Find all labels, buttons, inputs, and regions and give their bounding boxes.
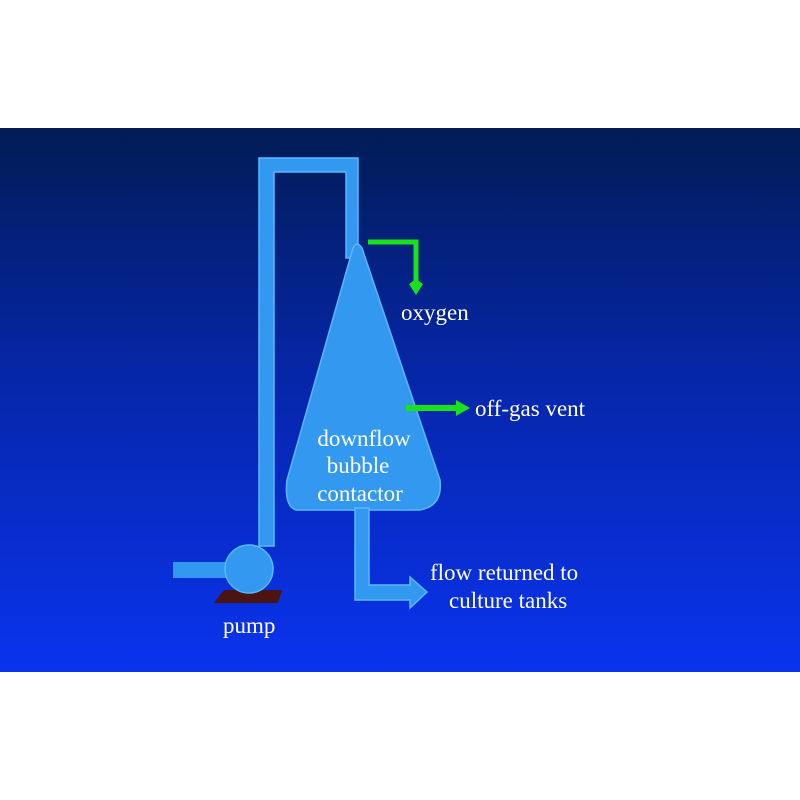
diagram-slide: oxygen off-gas vent downflow bubble cont…: [0, 128, 800, 672]
pump-label: pump: [223, 613, 275, 638]
outlet-pipe: [354, 507, 429, 610]
oxygen-label: oxygen: [401, 300, 469, 325]
oxygen-arrow: [409, 279, 423, 295]
riser-pipe: [258, 157, 359, 547]
contactor-label-line3: contactor: [317, 481, 403, 506]
oxygen-line: [368, 239, 419, 286]
contactor-label-line1: downflow: [317, 426, 411, 451]
pump-base: [214, 590, 282, 603]
pump-icon: [224, 544, 274, 594]
flow-returned-label-line2: culture tanks: [449, 588, 567, 613]
downflow-bubble-contactor: [285, 243, 442, 511]
contactor-label-line2: bubble: [327, 453, 390, 478]
off-gas-vent-label: off-gas vent: [475, 396, 586, 421]
off-gas-arrow: [456, 400, 470, 416]
bubble-contactor-diagram: oxygen off-gas vent downflow bubble cont…: [0, 128, 800, 672]
inlet-pipe: [173, 562, 228, 578]
flow-returned-label-line1: flow returned to: [430, 560, 578, 585]
